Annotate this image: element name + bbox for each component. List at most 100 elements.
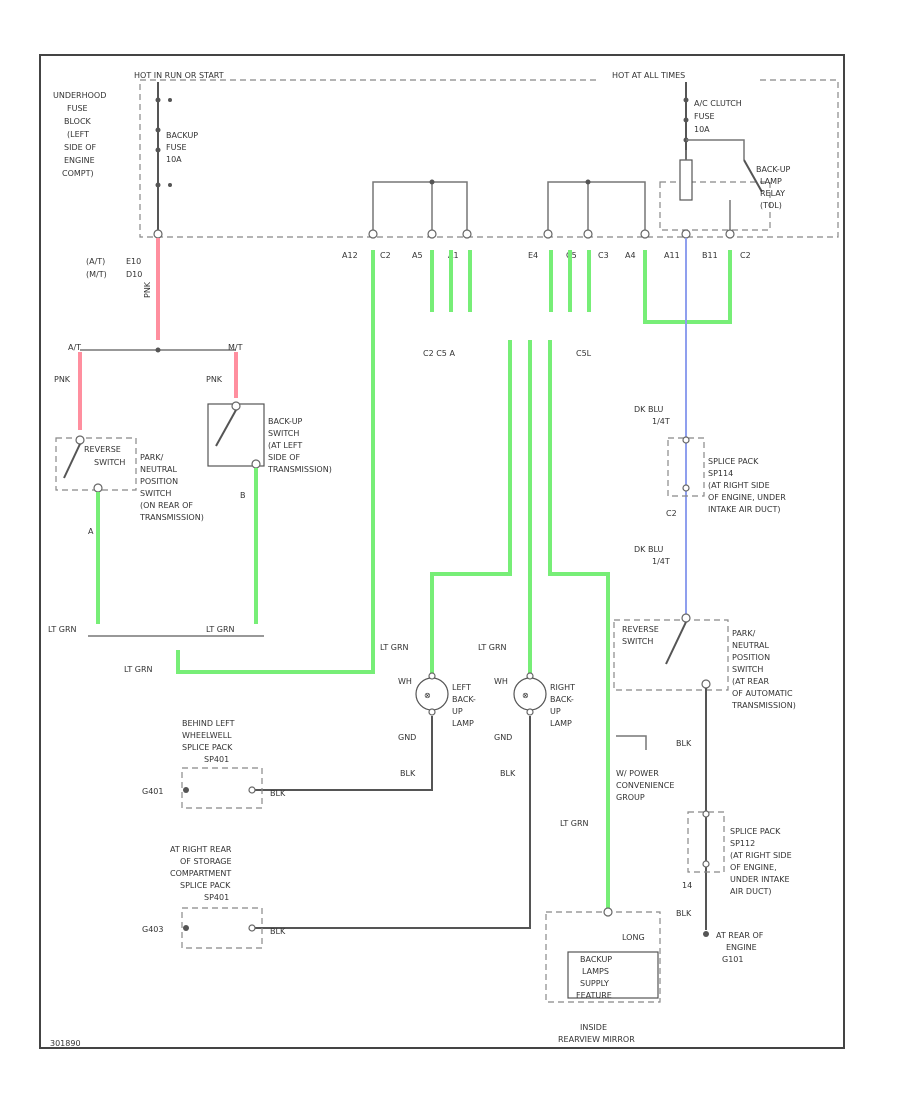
park-neutral-label-2: PARK/ NEUTRAL POSITION SWITCH (AT REAR O… xyxy=(731,629,796,710)
svg-text:W/ POWER: W/ POWER xyxy=(616,769,659,778)
relay-contact xyxy=(743,159,763,193)
conn-a11: A11 xyxy=(664,251,680,260)
svg-text:SWITCH: SWITCH xyxy=(622,637,653,646)
right-backup-lamp xyxy=(513,677,547,711)
svg-text:SP401: SP401 xyxy=(204,755,229,764)
svg-text:BACKUP: BACKUP xyxy=(166,131,198,140)
hot-all-times-label: HOT AT ALL TIMES xyxy=(612,71,685,80)
svg-text:CONVENIENCE: CONVENIENCE xyxy=(616,781,674,790)
left-lamp-glyph: ⊗ xyxy=(424,691,431,700)
conn-a12: A12 xyxy=(342,251,358,260)
svg-text:SPLICE PACK: SPLICE PACK xyxy=(180,881,231,890)
svg-text:SUPPLY: SUPPLY xyxy=(580,979,609,988)
svg-text:FUSE: FUSE xyxy=(67,104,88,113)
term-mt: (M/T) xyxy=(86,270,107,279)
term-a: A xyxy=(88,527,94,536)
svg-text:BACK-UP: BACK-UP xyxy=(268,417,303,426)
backup-fuse-label: BACKUP FUSE 10A xyxy=(166,131,198,164)
blk-g101-label: BLK xyxy=(676,909,692,918)
backup-supply-box xyxy=(567,951,659,999)
lamp-feed-stubs xyxy=(508,340,552,398)
svg-text:PARK/: PARK/ xyxy=(732,629,756,638)
term-14: 14 xyxy=(682,881,692,890)
hot-run-start-label: HOT IN RUN OR START xyxy=(134,71,224,80)
svg-text:1/4T: 1/4T xyxy=(652,417,670,426)
pnk-label: PNK xyxy=(143,281,152,298)
svg-text:(ON REAR OF: (ON REAR OF xyxy=(140,501,193,510)
svg-text:BACK-UP: BACK-UP xyxy=(756,165,791,174)
sp401-box-1 xyxy=(181,767,263,809)
mirror-box xyxy=(545,911,661,1003)
blk-g401: BLK xyxy=(270,789,286,798)
svg-text:(LEFT: (LEFT xyxy=(67,130,89,139)
conn-b11: B11 xyxy=(702,251,718,260)
splice-s114-label: SPLICE PACK SP114 (AT RIGHT SIDE OF ENGI… xyxy=(708,457,786,514)
svg-text:LAMP: LAMP xyxy=(452,719,474,728)
svg-text:DK BLU: DK BLU xyxy=(634,405,663,414)
wh-left: WH xyxy=(398,677,412,686)
svg-text:LAMP: LAMP xyxy=(760,177,782,186)
svg-text:10A: 10A xyxy=(166,155,182,164)
svg-text:UNDER INTAKE: UNDER INTAKE xyxy=(730,875,790,884)
svg-text:POSITION: POSITION xyxy=(732,653,770,662)
relay-feed xyxy=(686,139,745,160)
svg-text:OF STORAGE: OF STORAGE xyxy=(180,857,232,866)
ac-clutch-fuse-label: A/C CLUTCH FUSE 10A xyxy=(694,99,742,134)
svg-text:SIDE OF: SIDE OF xyxy=(64,143,96,152)
gnd-right: GND xyxy=(494,733,512,742)
left-backup-lamp-label: LEFT BACK- UP LAMP xyxy=(452,683,476,728)
g101-ground xyxy=(703,931,709,937)
svg-text:SP112: SP112 xyxy=(730,839,755,848)
relay-coil xyxy=(679,159,693,201)
svg-text:SWITCH: SWITCH xyxy=(268,429,299,438)
conn-c2b: C2 xyxy=(740,251,751,260)
svg-text:REVERSE: REVERSE xyxy=(84,445,121,454)
split-at: A/T xyxy=(68,343,81,352)
svg-text:RELAY: RELAY xyxy=(760,189,785,198)
svg-text:UP: UP xyxy=(550,707,561,716)
conn-a1: A1 xyxy=(448,251,459,260)
ltgrn-label-4: LT GRN xyxy=(380,643,409,652)
svg-text:AT REAR OF: AT REAR OF xyxy=(716,931,764,940)
svg-text:COMPT): COMPT) xyxy=(62,169,94,178)
svg-text:DK BLU: DK BLU xyxy=(634,545,663,554)
backup-supply-label: BACKUP LAMPS SUPPLY FEATURE xyxy=(576,955,612,1000)
svg-text:RIGHT: RIGHT xyxy=(550,683,575,692)
hot-all-times-box xyxy=(139,79,839,238)
connector-nodes xyxy=(153,229,735,239)
split-mt: M/T xyxy=(228,343,243,352)
sp112-box xyxy=(687,811,725,873)
svg-text:A/C CLUTCH: A/C CLUTCH xyxy=(694,99,742,108)
svg-text:SWITCH: SWITCH xyxy=(732,665,763,674)
svg-text:BEHIND LEFT: BEHIND LEFT xyxy=(182,719,235,728)
convenience-bracket xyxy=(616,735,647,750)
svg-text:OF AUTOMATIC: OF AUTOMATIC xyxy=(732,689,793,698)
reverse-switch-2-label: REVERSE SWITCH xyxy=(622,625,659,646)
blk-right: BLK xyxy=(500,769,516,778)
dkblu-label-2: DK BLU 1/4T xyxy=(634,545,670,566)
svg-text:NEUTRAL: NEUTRAL xyxy=(732,641,769,650)
backup-relay-label: BACK-UP LAMP RELAY (TOL) xyxy=(756,165,791,210)
rear-storage-label: AT RIGHT REAR OF STORAGE COMPARTMENT SPL… xyxy=(170,845,232,902)
svg-text:LAMP: LAMP xyxy=(550,719,572,728)
svg-text:BLOCK: BLOCK xyxy=(64,117,92,126)
svg-text:FUSE: FUSE xyxy=(694,112,715,121)
term-at: (A/T) xyxy=(86,257,105,266)
conn-right-label: C5L xyxy=(576,349,592,358)
svg-text:NEUTRAL: NEUTRAL xyxy=(140,465,177,474)
backup-switch-label: BACK-UP SWITCH (AT LEFT SIDE OF TRANSMIS… xyxy=(267,417,332,474)
svg-text:OF ENGINE, UNDER: OF ENGINE, UNDER xyxy=(708,493,786,502)
svg-text:POSITION: POSITION xyxy=(140,477,178,486)
svg-text:WHEELWELL: WHEELWELL xyxy=(182,731,232,740)
svg-text:SPLICE PACK: SPLICE PACK xyxy=(182,743,233,752)
sp114-box xyxy=(667,437,705,497)
svg-text:ENGINE: ENGINE xyxy=(64,156,95,165)
svg-text:G101: G101 xyxy=(722,955,743,964)
ltgrn-label-5: LT GRN xyxy=(478,643,507,652)
ltgrn-to-fuse xyxy=(176,250,375,674)
left-bus xyxy=(372,181,468,230)
svg-text:INTAKE AIR DUCT): INTAKE AIR DUCT) xyxy=(708,505,780,514)
left-wheelwell-label: BEHIND LEFT WHEELWELL SPLICE PACK SP401 xyxy=(182,719,235,764)
conn-left-label: C2 C5 A xyxy=(423,349,455,358)
c2-splice: C2 xyxy=(666,509,677,518)
